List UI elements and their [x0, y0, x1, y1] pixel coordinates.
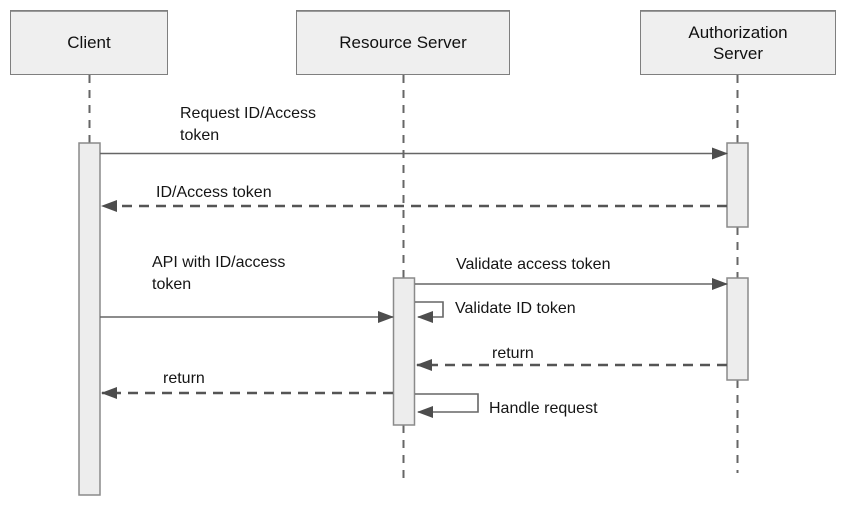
- message-label-handle-request: Handle request: [489, 400, 598, 417]
- message-label-api-with-id-access-token: API with ID/access token: [152, 254, 286, 293]
- actor-box-authorization-server: Authorization Server: [640, 10, 836, 75]
- actor-box-resource-server: Resource Server: [296, 10, 510, 75]
- lifelines: [88, 75, 739, 478]
- activation-bars: [78, 142, 749, 496]
- activation-client: [78, 142, 101, 496]
- message-label-return-auth-to-resource: return: [492, 345, 534, 362]
- message-label-validate-id-token: Validate ID token: [455, 300, 576, 317]
- activation-authorization-server-2: [726, 277, 749, 381]
- arrow-handle-request-selfloop: [415, 393, 479, 418]
- message-label-request-id-access-token: Request ID/Access token: [180, 105, 317, 144]
- activation-authorization-server-1: [726, 142, 749, 228]
- actor-box-client: Client: [10, 10, 168, 75]
- actor-label-resource-server: Resource Server: [339, 33, 467, 52]
- message-label-validate-access-token: Validate access token: [456, 256, 611, 273]
- activation-resource-server: [392, 277, 416, 426]
- return-arrows: [101, 200, 727, 399]
- call-arrows: [100, 147, 728, 418]
- actor-label-authorization-server: Authorization Server: [688, 22, 788, 63]
- arrow-validate-id-token-selfloop: [415, 301, 444, 323]
- message-label-return-resource-to-client: return: [163, 370, 205, 387]
- message-label-id-access-token: ID/Access token: [156, 184, 272, 201]
- actor-label-client: Client: [67, 33, 111, 52]
